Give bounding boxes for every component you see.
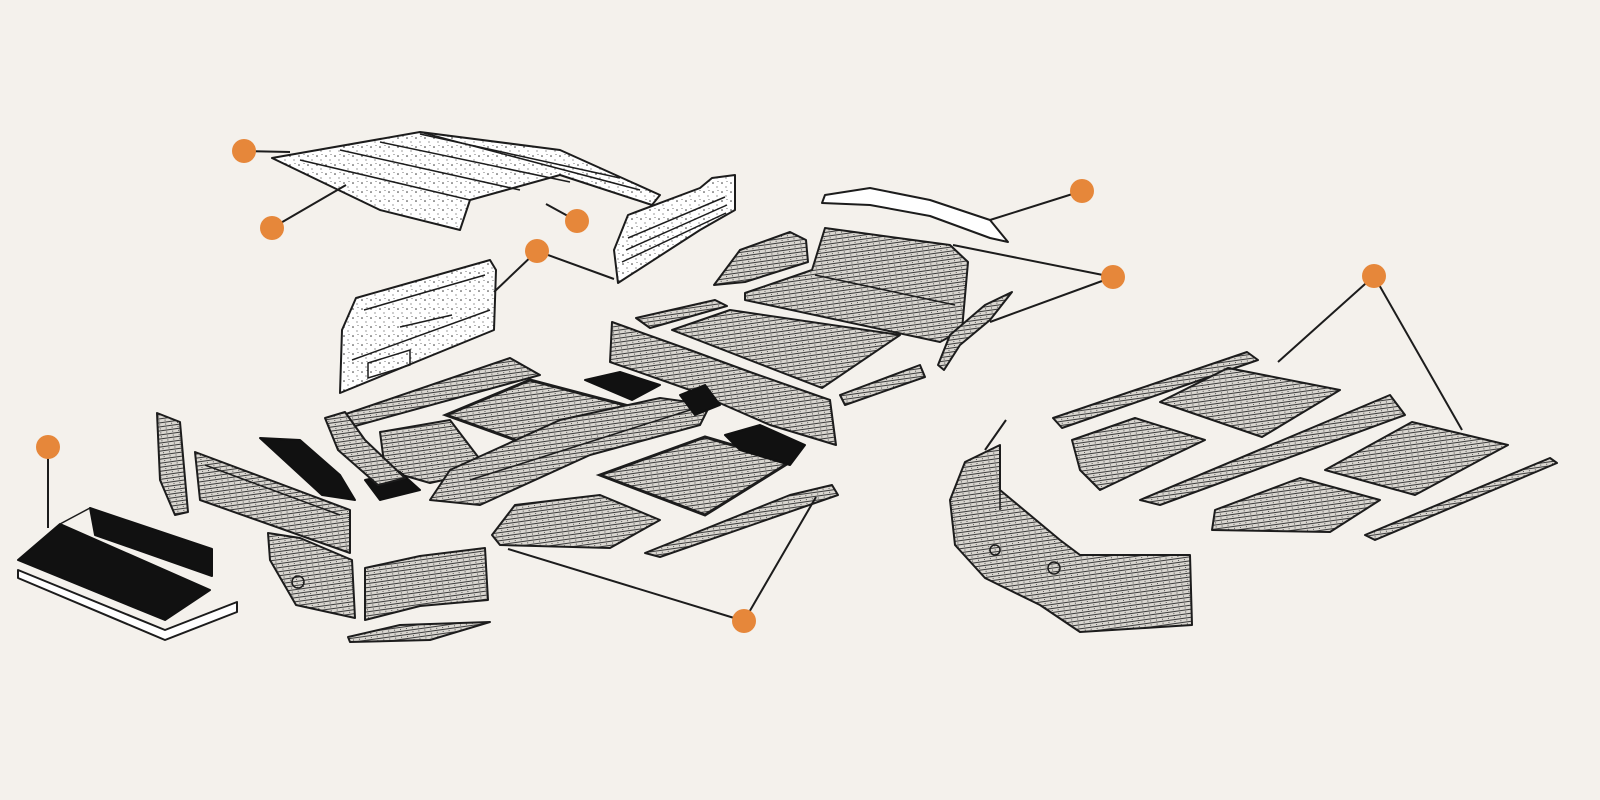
rear-heel-board (635, 299, 728, 329)
front-kick-panel (324, 411, 406, 486)
headlining-front-callout[interactable] (260, 216, 284, 240)
bottom-edge-strip (347, 621, 491, 643)
front-door-card (339, 259, 497, 394)
boot-edge-strip (839, 364, 926, 406)
right-carpet-set (1052, 351, 1558, 541)
rear-door-card (613, 174, 736, 284)
right-sill-strip (644, 484, 839, 558)
rear-seat-mat (671, 309, 901, 389)
rear-seat-back-carpet (364, 547, 489, 621)
rhd-carpet-set-callout[interactable] (1362, 264, 1386, 288)
parcel-shelf-strip (821, 187, 1009, 243)
a-post-trim (156, 412, 189, 516)
leader-lines (47, 150, 1463, 622)
side-lining-panel (194, 451, 351, 554)
door-cards-callout[interactable] (525, 239, 549, 263)
rear-quarter-panel (713, 231, 809, 286)
boot-floor-mat (744, 227, 969, 343)
headlining-panel (271, 131, 661, 231)
boot-surround-carpet (949, 444, 1193, 633)
headlining-rear-callout[interactable] (232, 139, 256, 163)
rear-floor-mat-left (491, 494, 661, 549)
transmission-tunnel-strip (609, 321, 837, 446)
headlining-side-callout[interactable] (565, 209, 589, 233)
sound-deadening-callout[interactable] (36, 435, 60, 459)
floor-carpet-set-callout[interactable] (732, 609, 756, 633)
parcel-shelf-callout[interactable] (1070, 179, 1094, 203)
sound-deadening-pieces (259, 371, 806, 501)
boot-board-assembly (17, 507, 238, 641)
boot-side-trim (937, 291, 1013, 371)
boot-trim-callout[interactable] (1101, 265, 1125, 289)
footwell-side-panel (267, 532, 356, 619)
callouts (36, 139, 1386, 633)
